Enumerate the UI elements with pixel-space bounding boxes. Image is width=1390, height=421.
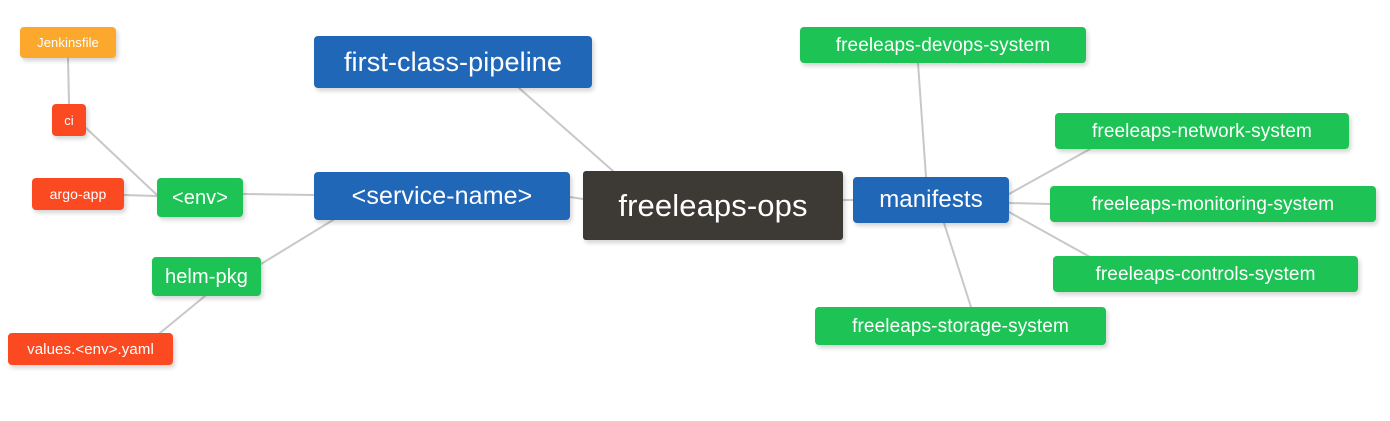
mindmap-node-label: <service-name>	[351, 181, 533, 210]
edge-values-yaml-to-helm-pkg	[159, 295, 206, 334]
mindmap-node-label: helm-pkg	[164, 265, 249, 288]
mindmap-node-label: first-class-pipeline	[343, 46, 563, 77]
mindmap-node-devops-sys[interactable]: freeleaps-devops-system	[800, 27, 1086, 63]
mindmap-node-freeleaps-ops[interactable]: freeleaps-ops	[583, 171, 843, 240]
mindmap-node-controls-sys[interactable]: freeleaps-controls-system	[1053, 256, 1358, 292]
edge-env-to-service-name	[242, 193, 315, 196]
mindmap-node-label: manifests	[879, 186, 983, 213]
mindmap-node-label: freeleaps-storage-system	[852, 315, 1069, 337]
mindmap-node-label: values.<env>.yaml	[27, 340, 154, 358]
edge-jenkinsfile-to-ci	[67, 57, 70, 105]
mindmap-node-jenkinsfile[interactable]: Jenkinsfile	[20, 27, 116, 58]
mindmap-node-label: freeleaps-monitoring-system	[1091, 193, 1335, 215]
mindmap-node-argo-app[interactable]: argo-app	[32, 178, 124, 210]
mindmap-node-label: Jenkinsfile	[37, 35, 99, 50]
mindmap-node-network-sys[interactable]: freeleaps-network-system	[1055, 113, 1349, 149]
mindmap-node-service-name[interactable]: <service-name>	[314, 172, 570, 220]
edge-manifests-to-monitoring-sys	[1008, 202, 1051, 205]
mindmap-node-label: freeleaps-network-system	[1092, 120, 1312, 142]
mindmap-node-helm-pkg[interactable]: helm-pkg	[152, 257, 261, 296]
mindmap-node-env[interactable]: <env>	[157, 178, 243, 217]
mindmap-node-label: ci	[64, 112, 74, 128]
mindmap-node-manifests[interactable]: manifests	[853, 177, 1009, 223]
edge-helm-pkg-to-service-name	[260, 219, 334, 265]
edge-pipeline-to-freeleaps-ops	[518, 87, 614, 172]
mindmap-node-storage-sys[interactable]: freeleaps-storage-system	[815, 307, 1106, 345]
mindmap-node-label: freeleaps-controls-system	[1095, 263, 1316, 285]
mindmap-node-ci[interactable]: ci	[52, 104, 86, 136]
mindmap-node-pipeline[interactable]: first-class-pipeline	[314, 36, 592, 88]
mindmap-node-label: freeleaps-devops-system	[835, 34, 1051, 56]
edge-manifests-to-devops-sys	[917, 62, 927, 178]
mindmap-node-label: freeleaps-ops	[618, 188, 808, 223]
mindmap-node-label: <env>	[171, 186, 229, 209]
mindmap-node-values-yaml[interactable]: values.<env>.yaml	[8, 333, 173, 365]
mindmap-node-monitoring-sys[interactable]: freeleaps-monitoring-system	[1050, 186, 1376, 222]
mindmap-node-label: argo-app	[49, 186, 107, 202]
edge-manifests-to-storage-sys	[943, 222, 972, 308]
edge-argo-app-to-env	[123, 194, 158, 197]
edge-service-name-to-freeleaps-ops	[569, 196, 584, 200]
